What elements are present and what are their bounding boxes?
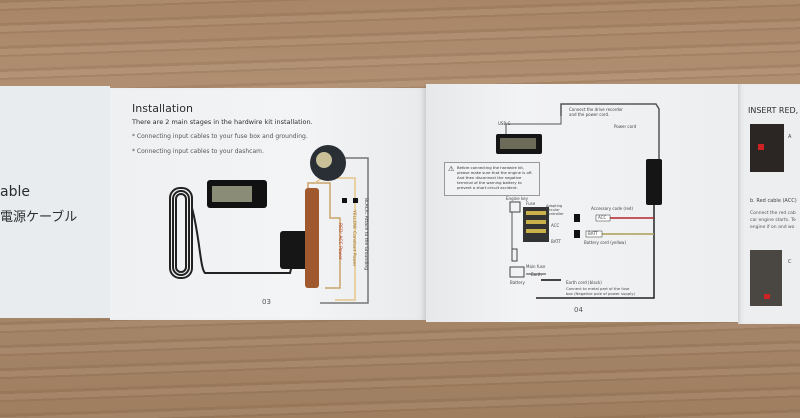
engine-key-label: Engine key bbox=[506, 196, 528, 201]
power-cord-label: Power cord bbox=[614, 124, 637, 129]
dashcam-screen bbox=[212, 186, 252, 202]
item-c: C bbox=[788, 259, 792, 265]
page-03: Installation There are 2 main stages in … bbox=[110, 88, 426, 320]
acc-tag: ACC bbox=[598, 215, 607, 220]
intro-text: There are 2 main stages in the hardwire … bbox=[132, 118, 313, 126]
power-box bbox=[646, 159, 662, 205]
earth-note: Connect to metal part of the fuse box (N… bbox=[566, 286, 635, 296]
item-b-heading: b. Red cable (ACC) bbox=[750, 198, 797, 204]
fuse-label: Fuse bbox=[526, 201, 536, 206]
page-heading: INSERT RED, Y bbox=[748, 106, 800, 115]
earth-label: Earth bbox=[531, 272, 542, 277]
coiled-cable bbox=[169, 187, 193, 279]
page-05: INSERT RED, Y A b. Red cable (ACC) Conne… bbox=[738, 84, 800, 324]
left-page: able 電源ケーブル bbox=[0, 86, 110, 318]
earth-cord-label: Earth cord (black) bbox=[566, 280, 602, 285]
label-yellow: YELLOW: Constant Power bbox=[351, 210, 356, 267]
item-b-body: Connect the red cab car engine starts. T… bbox=[750, 211, 796, 230]
acc-label: ACC bbox=[551, 223, 560, 228]
acc-cord-label: Accessory code (red) bbox=[591, 206, 634, 211]
page-heading: Installation bbox=[132, 102, 193, 115]
power-converter bbox=[280, 231, 308, 269]
page-number: 03 bbox=[262, 298, 271, 306]
warning-text: Before connecting the hardwire kit, plea… bbox=[457, 165, 533, 190]
batt-tag: BATT bbox=[588, 231, 598, 236]
battery-label: Battery bbox=[510, 280, 525, 285]
main-fuse-label: Main fuse bbox=[526, 264, 546, 269]
item-a: A bbox=[788, 134, 792, 140]
page-04: ⚠ Before connecting the hardwire kit, pl… bbox=[426, 84, 738, 322]
bullet-1: * Connecting input cables to your fuse b… bbox=[132, 133, 308, 140]
cable-title-fragment: able bbox=[0, 184, 30, 200]
adapter-label: Adapting Circular Controller bbox=[546, 204, 564, 216]
cable-photo bbox=[750, 250, 782, 306]
wire-bundle bbox=[305, 188, 319, 288]
label-red: RED: ACC Power bbox=[337, 223, 342, 260]
bullet-2: * Connecting input cables to your dashca… bbox=[132, 148, 264, 155]
page-number: 04 bbox=[574, 306, 583, 314]
japanese-title: 電源ケーブル bbox=[0, 210, 78, 225]
label-black: BLACK: Attach to the Grounding bbox=[363, 198, 368, 271]
fuse-box-photo bbox=[750, 124, 784, 172]
connect-note: Connect the drive recorder and the power… bbox=[569, 107, 623, 117]
usb-label: USB-C bbox=[498, 121, 511, 126]
warning-box: ⚠ Before connecting the hardwire kit, pl… bbox=[444, 162, 540, 196]
batt-cord-label: Battery cord (yellow) bbox=[584, 240, 626, 245]
wiring-diagram bbox=[496, 103, 662, 299]
hardwire-kit-illustration bbox=[169, 145, 369, 304]
battery bbox=[509, 266, 525, 278]
warning-icon: ⚠ bbox=[448, 165, 455, 173]
batt-label: BATT bbox=[551, 239, 561, 244]
